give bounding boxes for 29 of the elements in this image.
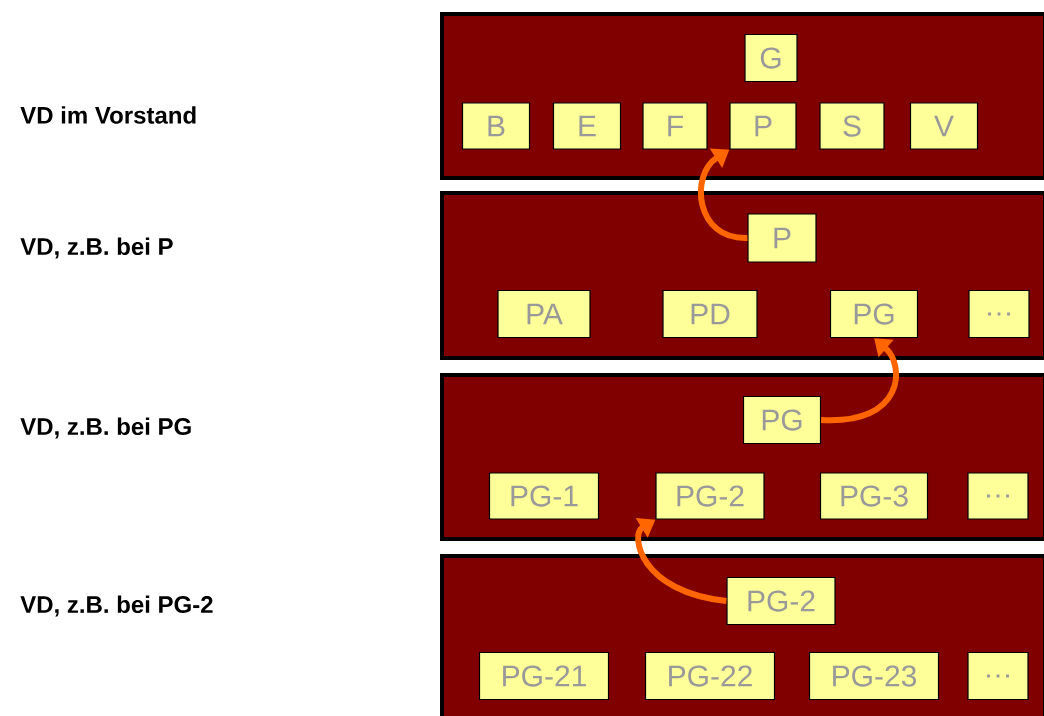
unit-box: PG bbox=[742, 395, 822, 445]
unit-box: PD bbox=[662, 289, 758, 339]
unit-box: E bbox=[552, 102, 622, 150]
unit-box: PG-3 bbox=[819, 472, 929, 520]
unit-box: … bbox=[968, 289, 1030, 339]
curved-arrow bbox=[821, 338, 900, 423]
unit-box: … bbox=[967, 472, 1029, 520]
unit-box: S bbox=[819, 102, 885, 150]
unit-box: PG-1 bbox=[488, 472, 600, 520]
unit-box: … bbox=[967, 651, 1029, 701]
unit-box: F bbox=[642, 102, 708, 150]
row-label: VD, z.B. bei PG bbox=[20, 417, 191, 439]
unit-box: PG-2 bbox=[655, 472, 765, 520]
curved-arrow bbox=[635, 518, 727, 604]
unit-box: V bbox=[909, 102, 979, 150]
unit-box: PG-23 bbox=[808, 651, 940, 701]
unit-box: B bbox=[461, 102, 531, 150]
unit-box: P bbox=[747, 213, 817, 263]
unit-box: PG-2 bbox=[726, 576, 836, 626]
curved-arrow bbox=[698, 148, 748, 241]
unit-box: G bbox=[744, 33, 798, 83]
unit-box: PG-21 bbox=[478, 651, 610, 701]
unit-box: PA bbox=[497, 289, 591, 339]
row-label: VD, z.B. bei P bbox=[20, 237, 173, 259]
row-label: VD im Vorstand bbox=[20, 106, 196, 124]
unit-box: PG bbox=[829, 289, 919, 339]
unit-box: P bbox=[729, 102, 797, 150]
unit-box: PG-22 bbox=[644, 651, 776, 701]
row-label: VD, z.B. bei PG-2 bbox=[20, 595, 213, 617]
